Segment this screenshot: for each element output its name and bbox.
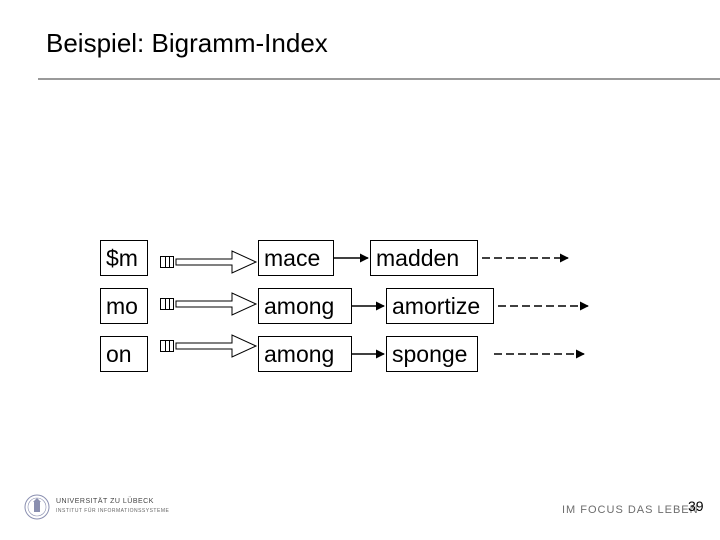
block-arrow xyxy=(175,334,258,358)
posting-term: among xyxy=(258,288,352,324)
bigram-key-mo: mo xyxy=(100,288,148,324)
slide-title: Beispiel: Bigramm-Index xyxy=(46,28,328,58)
bigram-key-on: on xyxy=(100,336,148,372)
title-divider xyxy=(38,78,720,80)
pointer-cell xyxy=(160,340,174,352)
block-arrow xyxy=(175,292,258,316)
institute-name: INSTITUT FÜR INFORMATIONSSYSTEME xyxy=(56,508,170,514)
university-name: UNIVERSITÄT ZU LÜBECK xyxy=(56,498,154,505)
posting-term: madden xyxy=(370,240,478,276)
block-arrow xyxy=(175,250,258,274)
university-seal-icon xyxy=(24,494,50,520)
university-logo: UNIVERSITÄT ZU LÜBECK INSTITUT FÜR INFOR… xyxy=(22,492,169,526)
footer-slogan: IM FOCUS DAS LEBEN xyxy=(562,504,699,516)
posting-term: among xyxy=(258,336,352,372)
pointer-cell xyxy=(160,298,174,310)
posting-term: mace xyxy=(258,240,334,276)
posting-term: sponge xyxy=(386,336,478,372)
posting-term: amortize xyxy=(386,288,494,324)
bigram-key-dollar-m: $m xyxy=(100,240,148,276)
pointer-cell xyxy=(160,256,174,268)
page-number: 39 xyxy=(688,498,704,514)
